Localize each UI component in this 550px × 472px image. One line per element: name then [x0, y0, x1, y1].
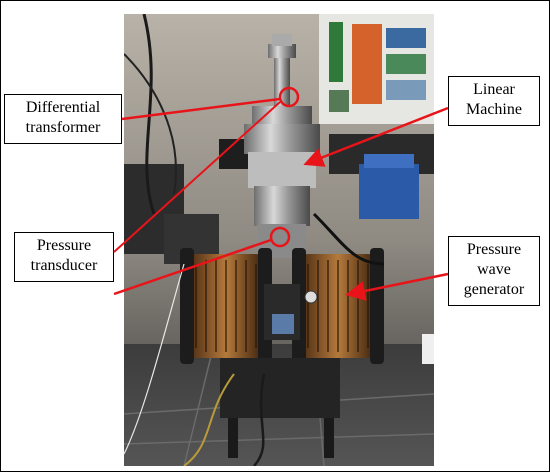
label-pressure-transducer: Pressure transducer	[14, 232, 114, 282]
label-line: Differential	[25, 99, 101, 116]
label-line: generator	[463, 281, 525, 298]
label-line: transformer	[25, 119, 101, 136]
label-line: Pressure	[36, 237, 92, 254]
machine-photograph	[124, 14, 434, 466]
label-line: transducer	[30, 257, 98, 274]
label-differential-transformer: Differential transformer	[4, 94, 122, 144]
label-line: Pressure	[466, 241, 522, 258]
label-linear-machine: Linear Machine	[448, 76, 540, 126]
label-line: Linear	[473, 81, 515, 98]
label-line: wave	[477, 261, 511, 278]
label-pressure-wave-generator: Pressure wave generator	[448, 236, 540, 306]
label-line: Machine	[466, 101, 522, 118]
photo-drawing	[124, 14, 434, 466]
